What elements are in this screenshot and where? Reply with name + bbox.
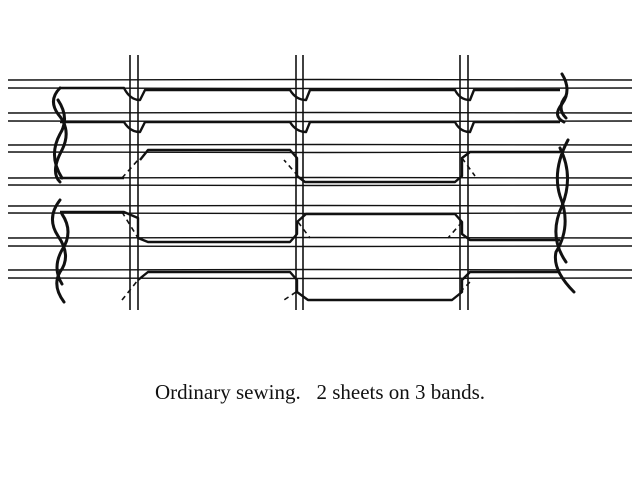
kettle-stitch xyxy=(554,146,569,264)
sheet-edge-lines xyxy=(7,78,633,280)
figure-caption: Ordinary sewing. 2 sheets on 3 bands. xyxy=(154,380,486,404)
hidden-thread-dashes xyxy=(121,157,476,301)
kettle-stitch xyxy=(55,212,70,286)
thread-run xyxy=(137,270,560,302)
hidden-thread-dash xyxy=(447,221,463,239)
hidden-thread-dash xyxy=(283,291,297,301)
sheet-edge-line xyxy=(7,111,633,114)
hidden-thread-dash xyxy=(297,221,311,239)
hidden-thread-dash xyxy=(461,157,476,177)
sheet-edge-line xyxy=(7,184,633,187)
sheet-edge-line xyxy=(7,236,633,239)
hidden-thread-dash xyxy=(121,279,139,301)
kettle-stitch xyxy=(553,138,576,294)
thread-run xyxy=(139,148,560,184)
kettle-stitches xyxy=(51,72,576,304)
thread-run xyxy=(60,120,560,134)
sewing-threads xyxy=(60,86,560,302)
sewing-diagram xyxy=(7,55,633,310)
thread-run xyxy=(60,210,560,244)
sheet-edge-line xyxy=(7,277,633,280)
sheet-edge-line xyxy=(7,204,633,207)
hidden-thread-dash xyxy=(459,279,473,293)
sheet-edge-line xyxy=(7,78,633,81)
sheet-edge-line xyxy=(7,143,633,146)
sheet-edge-line xyxy=(7,268,633,271)
kettle-stitch xyxy=(51,198,67,304)
hidden-thread-dash xyxy=(283,159,299,177)
thread-run xyxy=(60,86,560,102)
kettle-stitch xyxy=(52,86,68,184)
kettle-stitch xyxy=(559,94,568,120)
hidden-thread-dash xyxy=(121,159,139,179)
sheet-edge-line xyxy=(7,245,633,248)
kettle-stitch xyxy=(53,98,66,180)
